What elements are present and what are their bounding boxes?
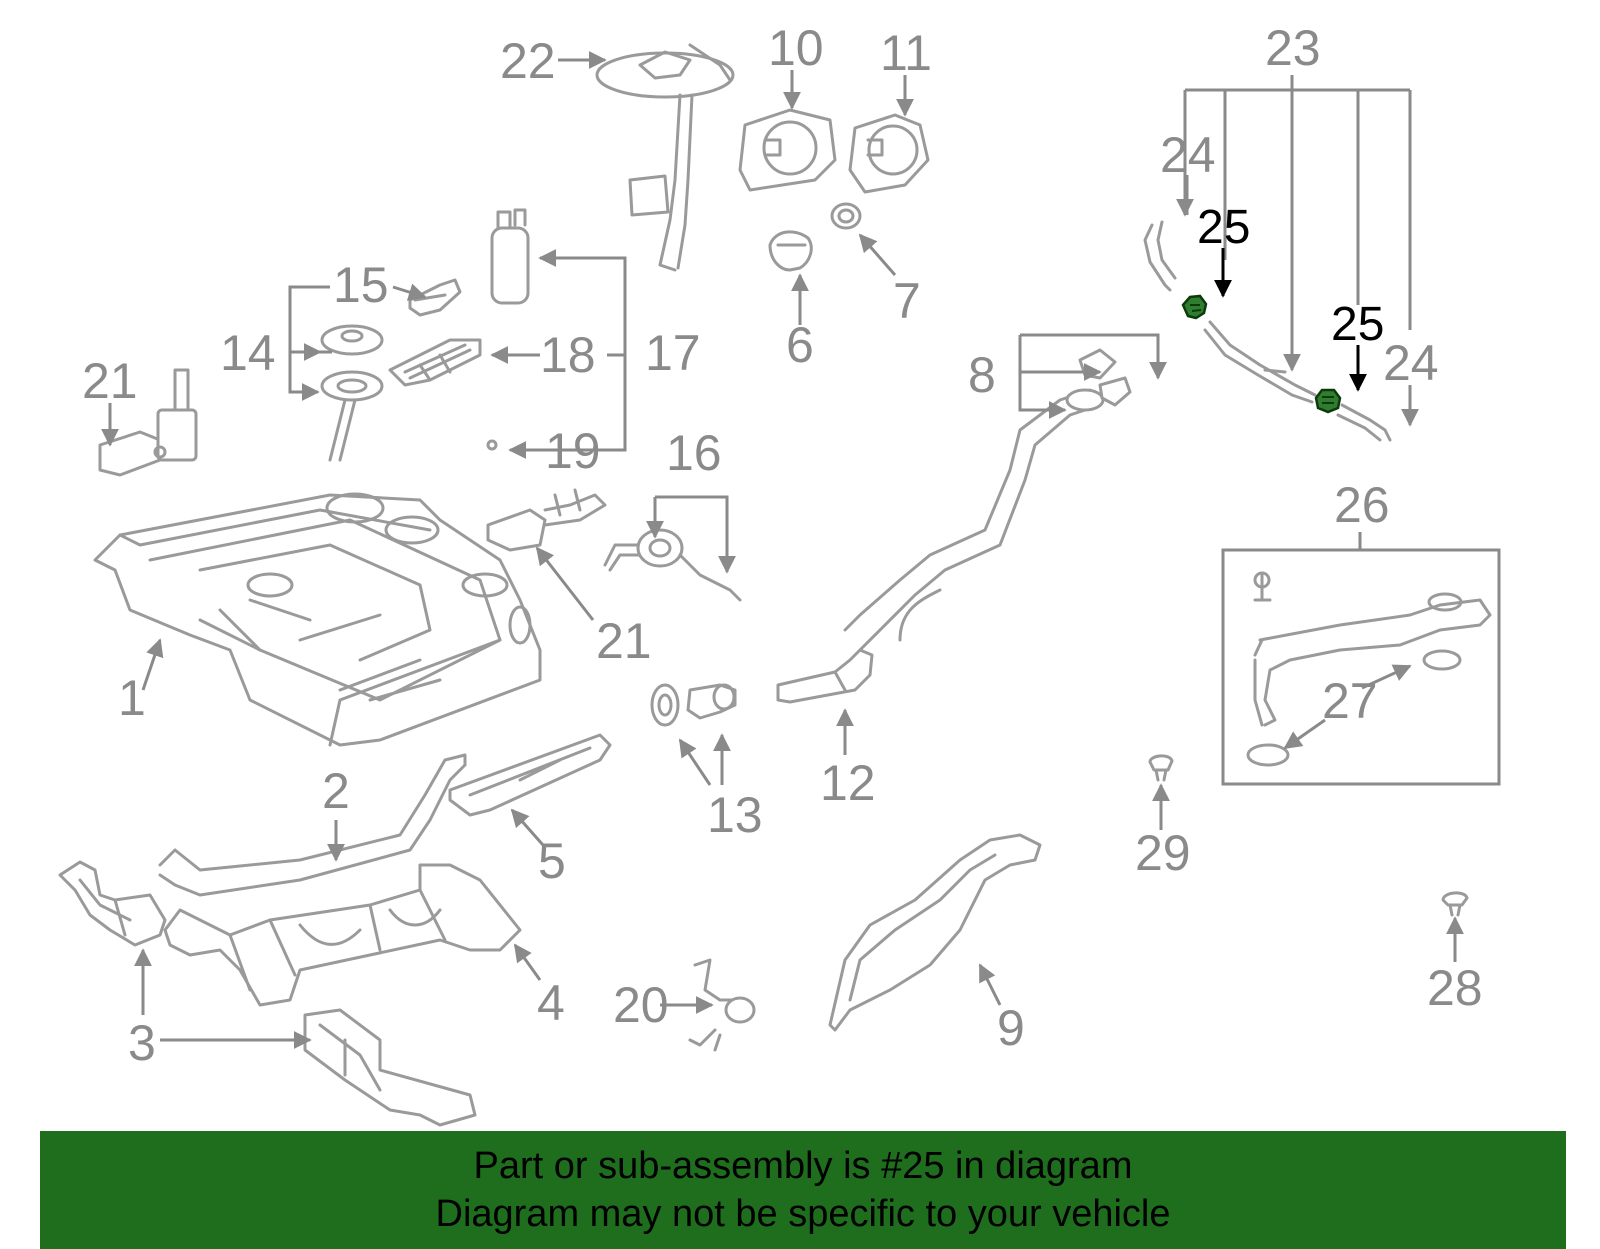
kit-box-part-26 <box>1221 548 1501 786</box>
highlighted-clip-part-25-b[interactable] <box>1314 388 1342 414</box>
label-6: 6 <box>786 317 814 373</box>
filter-part-18 <box>388 338 482 387</box>
part-labels: 1 2 3 4 5 6 7 8 9 10 11 12 13 14 15 16 1… <box>82 20 1483 1071</box>
hose-assembly-part-23 <box>1143 220 1392 442</box>
tank-strap-part-2 <box>158 753 467 897</box>
label-21-left: 21 <box>82 353 138 409</box>
banner-line-disclaimer: Diagram may not be specific to your vehi… <box>435 1193 1171 1235</box>
filter-part-15 <box>408 278 462 317</box>
label-4: 4 <box>537 975 565 1031</box>
label-18: 18 <box>540 327 596 383</box>
housing-part-11 <box>848 113 930 194</box>
label-5: 5 <box>538 833 566 889</box>
label-20: 20 <box>613 977 669 1033</box>
label-14: 14 <box>220 325 276 381</box>
label-23: 23 <box>1265 20 1321 76</box>
label-2: 2 <box>322 763 350 819</box>
sender-part-16 <box>603 528 742 602</box>
label-3: 3 <box>128 1015 156 1071</box>
fuel-tank-part-1 <box>93 492 542 747</box>
clip-part-28 <box>1441 891 1469 917</box>
protector-part-3 <box>58 860 477 1127</box>
label-1: 1 <box>118 670 146 726</box>
label-27: 27 <box>1322 673 1378 729</box>
gasket-part-7 <box>830 202 862 230</box>
housing-part-10 <box>738 108 837 192</box>
gauge-part-14 <box>320 324 384 462</box>
banner-line-part-number: Part or sub-assembly is #25 in diagram <box>473 1145 1133 1187</box>
inlet-part-13 <box>650 683 737 727</box>
label-16: 16 <box>666 425 722 481</box>
label-11: 11 <box>880 25 932 81</box>
valve-part-20 <box>688 958 756 1052</box>
label-12: 12 <box>820 755 876 811</box>
label-25-right: 25 <box>1331 298 1384 351</box>
label-10: 10 <box>768 20 824 76</box>
leader-lines <box>101 51 1464 1049</box>
label-7: 7 <box>893 273 921 329</box>
label-29: 29 <box>1135 825 1191 881</box>
label-15: 15 <box>333 257 389 313</box>
label-28: 28 <box>1427 960 1483 1016</box>
clip-part-19 <box>486 439 498 451</box>
label-8: 8 <box>968 347 996 403</box>
label-9: 9 <box>997 1000 1025 1056</box>
hose-part-12 <box>776 648 874 704</box>
cover-part-9 <box>828 833 1042 1032</box>
label-24-right: 24 <box>1383 335 1439 391</box>
cap-part-6 <box>768 230 813 272</box>
label-19: 19 <box>545 423 601 479</box>
info-banner: Part or sub-assembly is #25 in diagram D… <box>40 1131 1566 1249</box>
heat-shield-part-4 <box>163 863 522 1007</box>
bracket-part-5 <box>448 733 612 817</box>
canister-part-21-mid <box>486 488 607 552</box>
label-22: 22 <box>500 33 556 89</box>
pump-part-17 <box>490 208 530 305</box>
label-13: 13 <box>707 787 763 843</box>
label-25-left: 25 <box>1197 201 1250 254</box>
pump-assembly-part-22 <box>595 43 735 272</box>
clip-part-29 <box>1148 754 1174 782</box>
label-26: 26 <box>1334 477 1390 533</box>
label-24-left: 24 <box>1160 127 1216 183</box>
label-21-mid: 21 <box>596 613 652 669</box>
highlighted-clip-part-25-a[interactable] <box>1181 294 1208 320</box>
label-17: 17 <box>645 325 701 381</box>
